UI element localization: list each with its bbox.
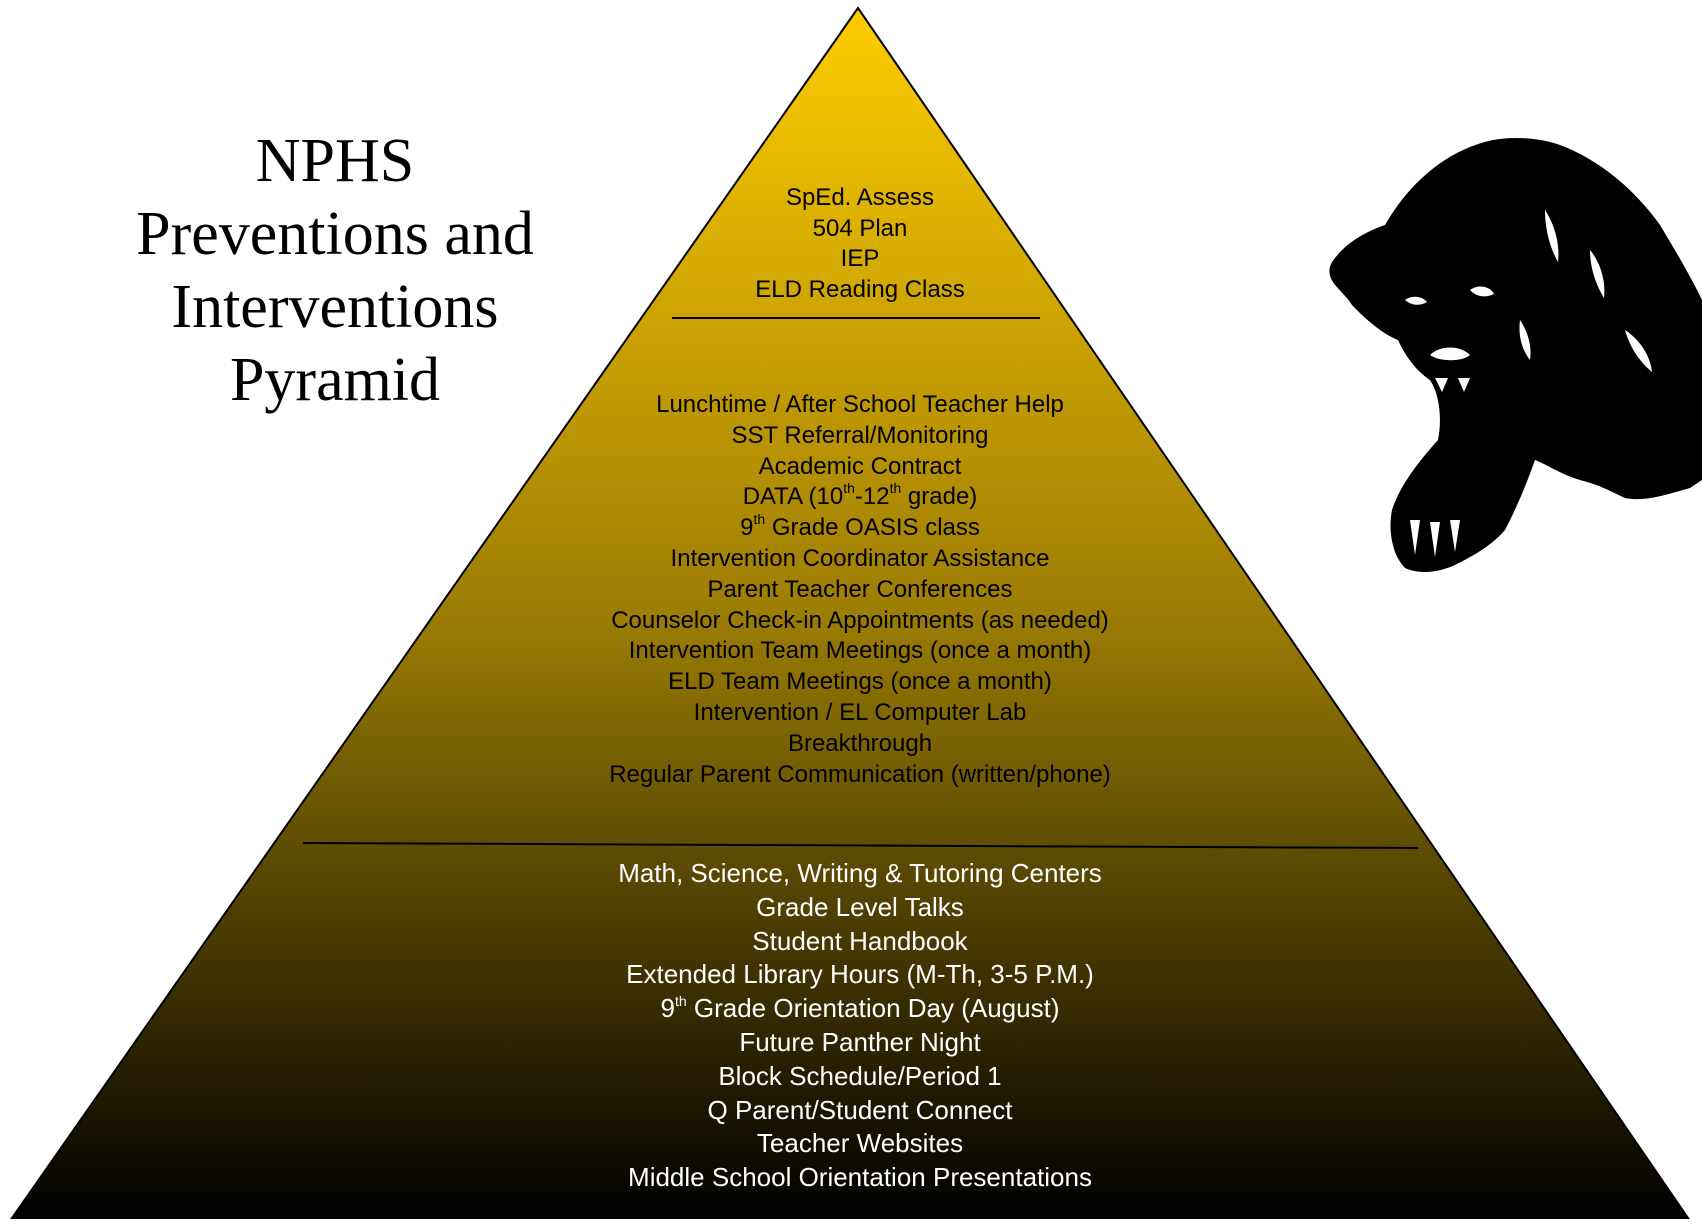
tier-item: Intervention Coordinator Assistance	[670, 544, 1050, 572]
tier-item: Middle School Orientation Presentations	[628, 1162, 1092, 1193]
tier-item: Student Handbook	[752, 925, 968, 956]
ninth-sup: th	[674, 992, 687, 1009]
tier-item: ELD Reading Class	[755, 275, 965, 303]
title-line: Pyramid	[229, 346, 441, 414]
tier-item: Teacher Websites	[756, 1128, 964, 1159]
tier-divider-base	[302, 842, 1419, 849]
tier-item: Academic Contract	[758, 452, 962, 480]
tier-item-ninth: 9th Grade Orientation Day (August)	[450, 992, 1270, 1026]
pyramid	[10, 6, 1690, 1219]
ninth-num: 9	[660, 993, 675, 1024]
tier-item: Math, Science, Writing & Tutoring Center…	[618, 858, 1102, 888]
data-prefix: DATA (10	[742, 483, 844, 511]
tier-item: Extended Library Hours (M-Th, 3-5 P.M.)	[626, 959, 1094, 990]
tier-item: SST Referral/Monitoring	[731, 421, 989, 449]
ninth-sup: th	[753, 511, 766, 528]
tier-item: Regular Parent Communication (written/ph…	[609, 760, 1111, 788]
ninth-num: 9	[740, 514, 754, 542]
tier-item: Lunchtime / After School Teacher Help	[656, 391, 1064, 418]
tier-item-ninth: 9th Grade OASIS class	[450, 511, 1270, 544]
data-mid: -12	[854, 483, 890, 511]
tier-item: Intervention Team Meetings (once a month…	[628, 637, 1092, 665]
tier-item: Breakthrough	[787, 729, 933, 757]
tier-item: SpEd. Assess	[785, 184, 935, 211]
ninth-text: Grade OASIS class	[771, 514, 980, 542]
tier-item-data: DATA (10th-12th grade)	[450, 480, 1270, 513]
tier-item: Block Schedule/Period 1	[718, 1060, 1002, 1091]
tier-item: Future Panther Night	[739, 1026, 981, 1057]
tier-item: Intervention / EL Computer Lab	[693, 698, 1027, 726]
title-line: Interventions	[171, 273, 499, 341]
tier-top-list: SpEd. Assess 504 Plan IEP ELD Reading Cl…	[660, 183, 1060, 305]
tier-item: ELD Team Meetings (once a month)	[668, 668, 1052, 696]
tier-item: 504 Plan	[812, 214, 908, 242]
tier-item: IEP	[840, 245, 880, 272]
tier-base-list: Math, Science, Writing & Tutoring Center…	[450, 857, 1270, 1195]
tier-item: Q Parent/Student Connect	[707, 1094, 1013, 1125]
title-line: Preventions and	[136, 200, 534, 268]
panther-icon	[1329, 137, 1702, 572]
ninth-text: Grade Orientation Day (August)	[693, 993, 1060, 1024]
tier-item: Counselor Check-in Appointments (as need…	[611, 606, 1109, 634]
data-sup: th	[889, 480, 902, 497]
tier-item: Grade Level Talks	[756, 891, 964, 922]
data-sup: th	[843, 480, 855, 497]
page-title: NPHS Preventions and Interventions Pyram…	[95, 125, 575, 417]
title-line: NPHS	[255, 127, 415, 195]
tier-middle-list: Lunchtime / After School Teacher Help SS…	[450, 390, 1270, 790]
tier-item: Parent Teacher Conferences	[707, 575, 1013, 603]
data-suffix: grade)	[907, 483, 978, 511]
